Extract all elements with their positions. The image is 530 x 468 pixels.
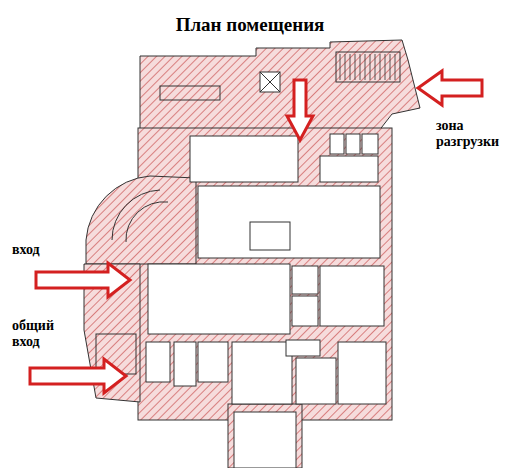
stair-steps: [340, 54, 395, 80]
area-label: общий вход: [12, 318, 74, 350]
room: [320, 266, 384, 326]
stair-step: [355, 54, 356, 80]
room: [146, 342, 170, 382]
arrow-entrance: [36, 263, 130, 297]
arrow-common-entrance: [30, 359, 126, 393]
room: [292, 266, 318, 294]
room: [250, 222, 290, 250]
room: [234, 412, 296, 468]
room: [174, 342, 196, 386]
rooms: [146, 134, 386, 468]
stair-step: [345, 54, 346, 80]
room: [320, 156, 378, 182]
room: [292, 296, 318, 326]
room: [362, 134, 378, 154]
bay-stair: [126, 202, 168, 242]
stair-step: [350, 54, 351, 80]
area-label: зона разгрузки: [436, 118, 524, 150]
shaft-cross: [260, 72, 280, 92]
stair-step: [380, 54, 381, 80]
arrow-down: [287, 80, 313, 140]
room: [232, 342, 292, 404]
room: [198, 186, 380, 258]
room: [286, 340, 320, 356]
annex-walls: [228, 404, 302, 468]
stair-step: [375, 54, 376, 80]
room: [198, 342, 228, 382]
room: [330, 134, 344, 154]
building-walls: [138, 128, 392, 420]
stair-step: [360, 54, 361, 80]
north-wing-walls: [140, 40, 420, 132]
room: [346, 134, 360, 154]
room: [296, 358, 336, 404]
stair-step: [390, 54, 391, 80]
wall-niche: [160, 86, 220, 100]
bay-stair: [112, 190, 160, 240]
arrows: [30, 71, 482, 393]
stair-step: [365, 54, 366, 80]
stair-step: [340, 54, 341, 80]
arrow-unloading: [418, 71, 482, 105]
plan-title: План помещения: [0, 14, 500, 36]
hall: [148, 264, 290, 334]
room: [338, 342, 386, 404]
stair-step: [370, 54, 371, 80]
room: [190, 136, 298, 182]
round-bay: [86, 176, 196, 264]
stair-block: [336, 52, 400, 82]
shaft: [260, 72, 280, 92]
stair-step: [395, 54, 396, 80]
area-label: вход: [12, 242, 92, 258]
stair-step: [385, 54, 386, 80]
